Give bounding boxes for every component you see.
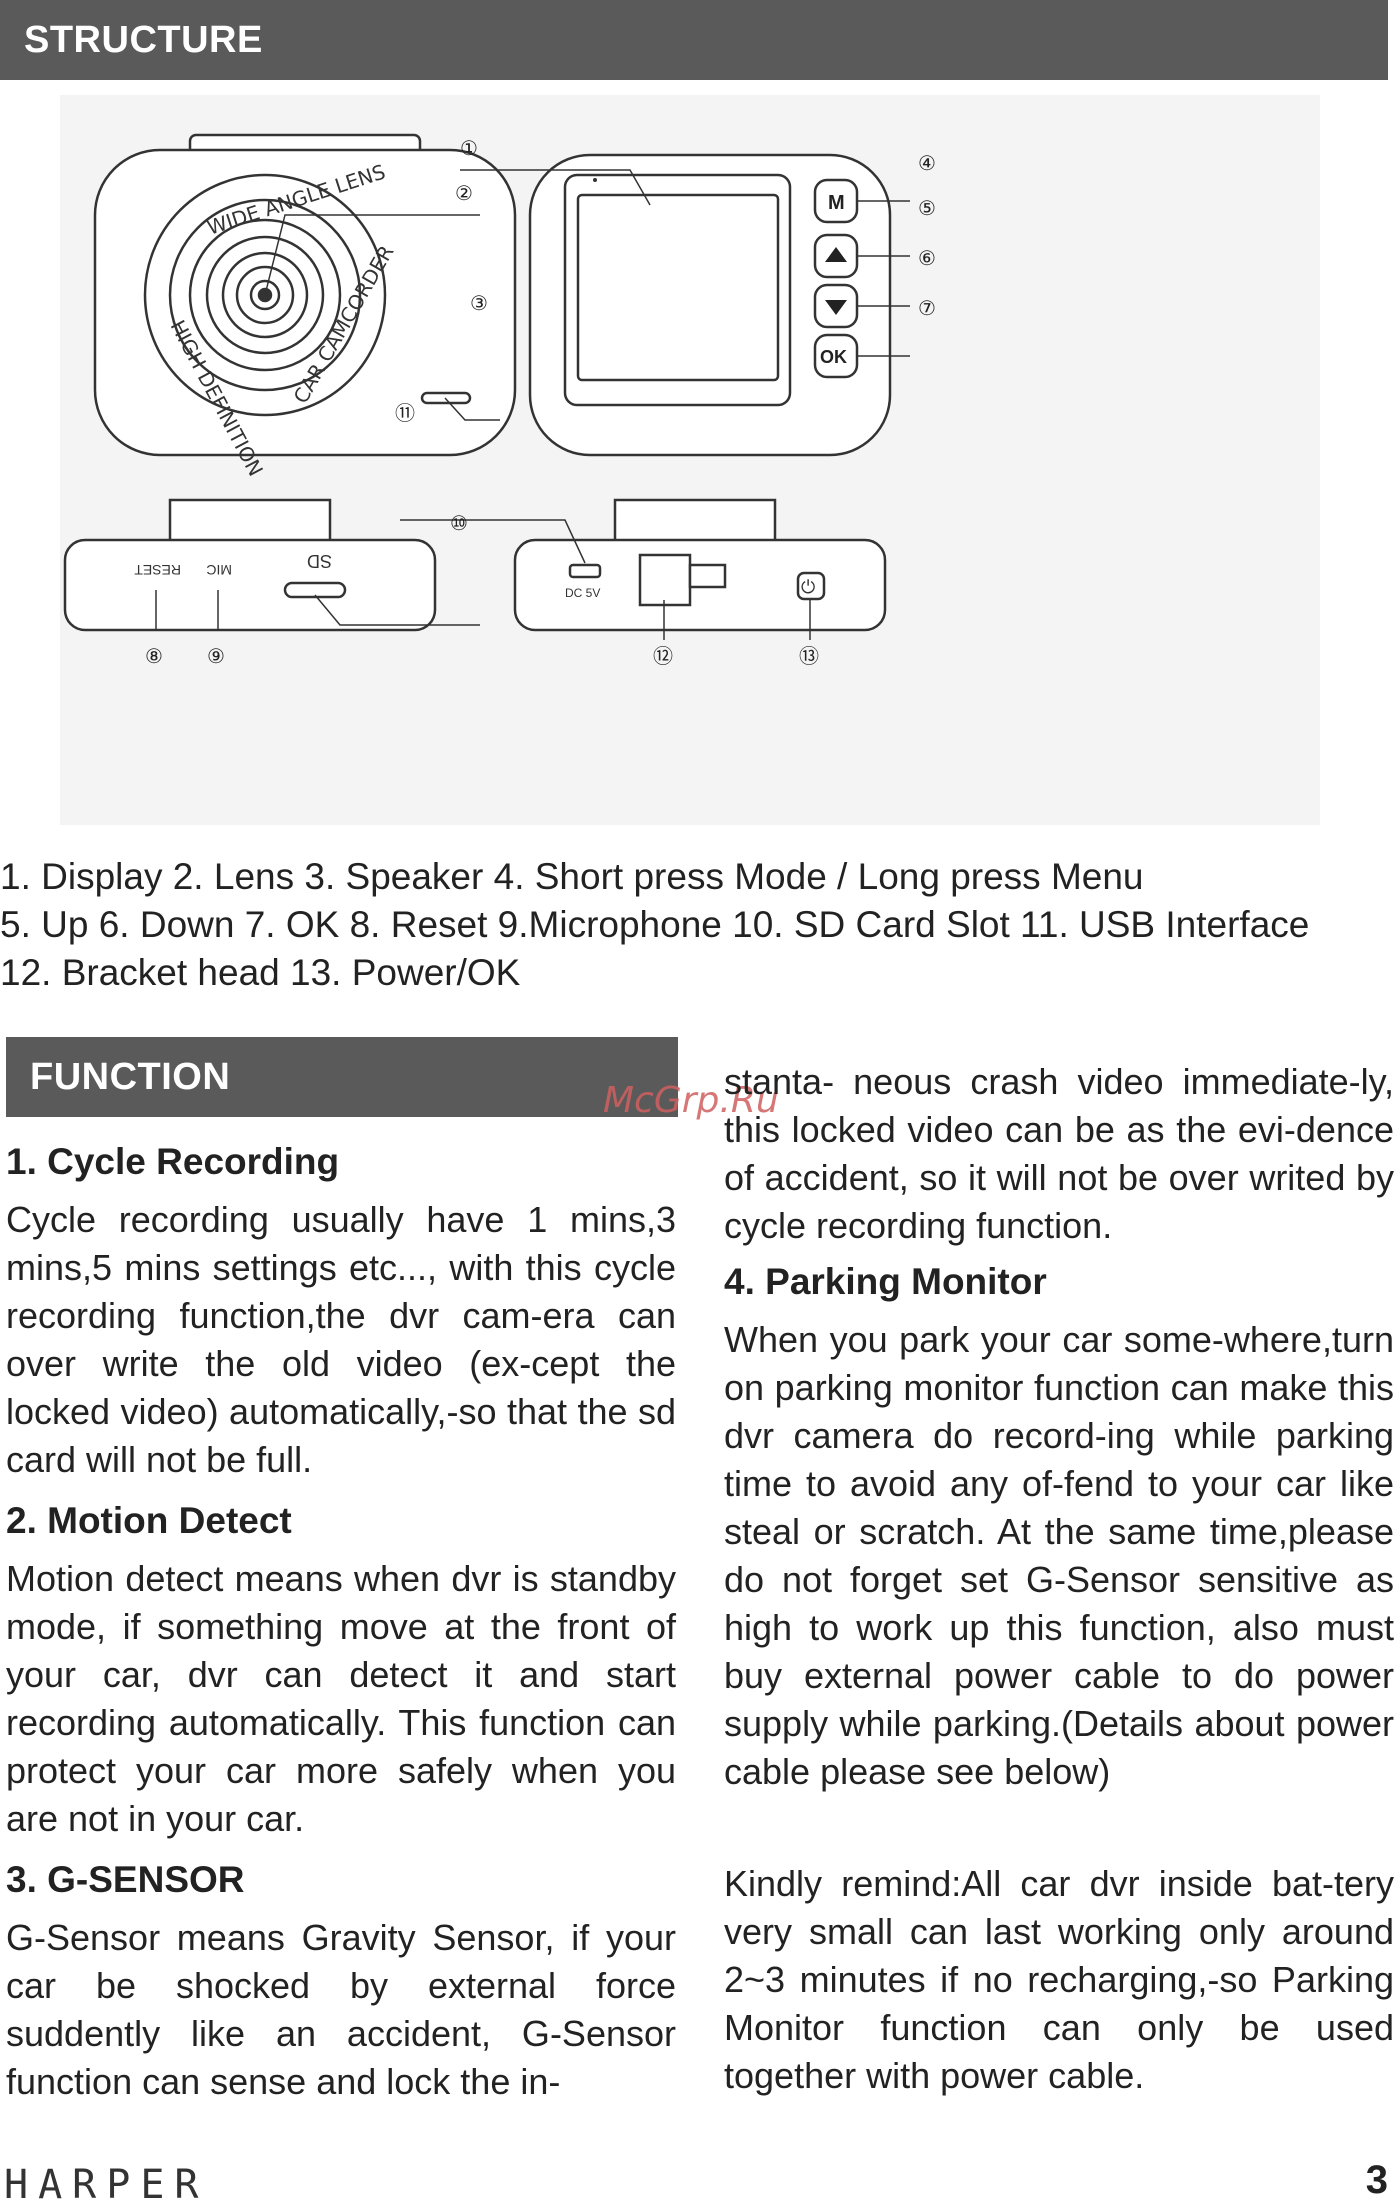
watermark: McGrp.Ru — [603, 1080, 779, 1121]
legend-line-2: 5. Up 6. Down 7. OK 8. Reset 9.Microphon… — [0, 904, 1310, 945]
section-title: STRUCTURE — [24, 18, 263, 61]
callout-13: ⑬ — [799, 644, 819, 668]
g-sensor-title: 3. G-SENSOR — [6, 1859, 245, 1900]
legend-line-1: 1. Display 2. Lens 3. Speaker 4. Short p… — [0, 856, 1144, 897]
down-arrow-icon — [825, 300, 847, 315]
legend-line-3: 12. Bracket head 13. Power/OK — [0, 952, 521, 993]
callout-9: ⑨ — [207, 644, 225, 668]
g-sensor-continued-text: stanta- neous crash video immediate-ly, … — [724, 1061, 1394, 1246]
cycle-recording-text: Cycle recording usually have 1 mins,3 mi… — [6, 1199, 676, 1480]
motion-detect-title: 2. Motion Detect — [6, 1500, 292, 1541]
kindly-remind-text: Kindly remind:All car dvr inside bat-ter… — [724, 1863, 1394, 2096]
dc-label: DC 5V — [565, 586, 600, 600]
g-sensor-text: G-Sensor means Gravity Sensor, if your c… — [6, 1917, 676, 2102]
callout-3: ③ — [470, 291, 488, 315]
callout-11: ⑪ — [395, 401, 415, 425]
up-arrow-icon — [825, 247, 847, 262]
callout-8: ⑧ — [145, 644, 163, 668]
cycle-recording-title: 1. Cycle Recording — [6, 1141, 340, 1182]
callout-7: ⑦ — [918, 296, 936, 320]
reset-label: RESET — [134, 562, 181, 578]
callout-12: ⑫ — [653, 644, 673, 668]
callout-6: ⑥ — [918, 246, 936, 270]
mic-label: MIC — [206, 562, 232, 578]
parking-monitor-title: 4. Parking Monitor — [724, 1261, 1047, 1302]
page-number: 3 — [1365, 2158, 1388, 2202]
section-header-structure: STRUCTURE — [0, 0, 1388, 80]
section-header-function: FUNCTION — [6, 1037, 678, 1117]
callout-1: ① — [460, 136, 478, 160]
callout-4: ④ — [918, 151, 936, 175]
motion-detect-text: Motion detect means when dvr is standby … — [6, 1558, 676, 1839]
m-button-label: M — [828, 192, 845, 214]
callout-5: ⑤ — [918, 196, 936, 220]
front-view — [93, 133, 517, 457]
sd-label: SD — [307, 551, 332, 571]
brand-logo: HARPER — [4, 2162, 209, 2208]
power-icon: ⏻ — [801, 577, 815, 597]
section-title: FUNCTION — [30, 1055, 231, 1098]
parking-monitor-text: When you park your car some-where,turn o… — [724, 1319, 1394, 1792]
dvr-structure-diagram: WIDE ANGLE LENS HIGH DEFINITION CAR CAMC… — [60, 95, 1320, 825]
callout-10: ⑩ — [450, 511, 468, 535]
ok-button-label: OK — [820, 347, 847, 367]
callout-2: ② — [455, 181, 473, 205]
